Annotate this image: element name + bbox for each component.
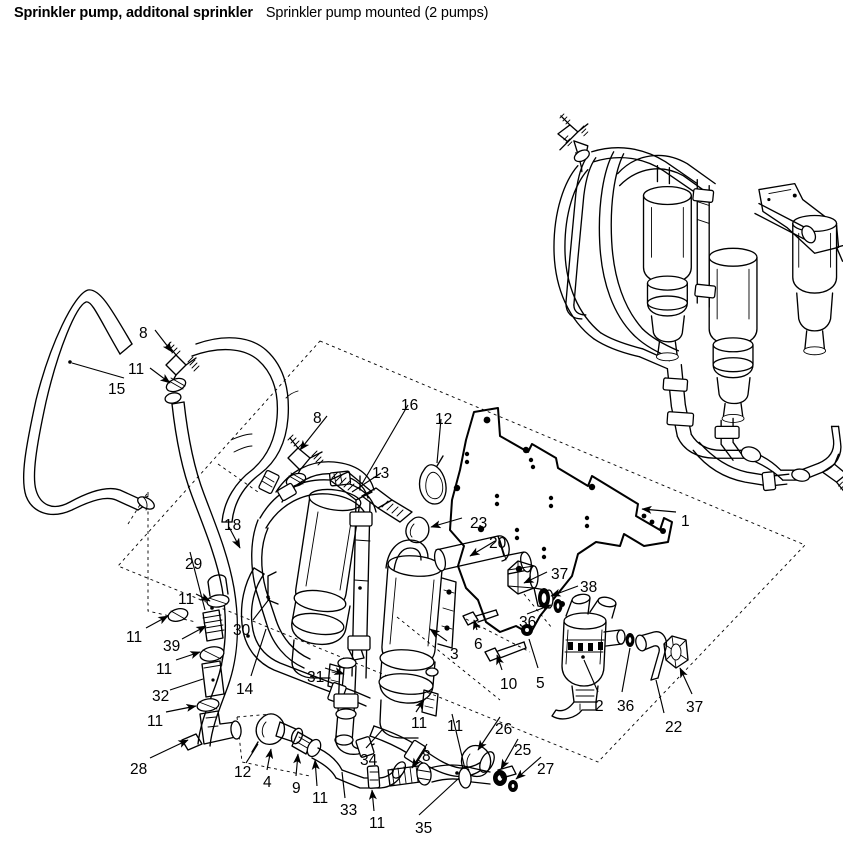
callout-39: 39: [163, 638, 181, 655]
callout-11: 11: [447, 718, 464, 735]
callout-18: 18: [224, 517, 242, 534]
callout-27: 27: [537, 761, 555, 778]
callout-12: 12: [234, 764, 252, 781]
callout-8: 8: [422, 748, 431, 765]
callout-34: 34: [360, 752, 378, 769]
leader-lines: [71, 329, 693, 816]
callout-12: 12: [435, 411, 453, 428]
callout-36: 36: [519, 614, 537, 631]
part-bottom-right-train: [387, 744, 518, 792]
callout-33: 33: [340, 802, 358, 819]
part-2-valve-body: [551, 593, 626, 720]
part-6-bolt: [462, 609, 499, 626]
callout-11: 11: [369, 815, 386, 832]
callout-3: 3: [450, 646, 459, 663]
callout-13: 13: [372, 465, 390, 482]
callout-22: 22: [665, 719, 683, 736]
part-8-clamp-upper: [164, 341, 200, 404]
callout-10: 10: [500, 676, 518, 693]
callout-15: 15: [108, 381, 126, 398]
callout-30: 30: [233, 622, 251, 639]
page-title: Sprinkler pump, additonal sprinkler Spri…: [14, 5, 834, 29]
part-22-elbow: [635, 631, 668, 681]
part-20-tube: [433, 535, 532, 575]
callout-11: 11: [126, 629, 143, 646]
sub-assembly-dashed-boxes: [127, 463, 553, 777]
part-31-pipe: [333, 657, 375, 758]
callout-11: 11: [312, 790, 329, 807]
callout-35: 35: [415, 820, 433, 837]
callout-23: 23: [470, 515, 488, 532]
inset-assembly-view: [553, 113, 843, 492]
part-38-sleeve: [533, 587, 554, 609]
part-36-ring-lower: [625, 633, 635, 647]
part-12-clamp-upper: [418, 455, 447, 505]
callout-26: 26: [495, 721, 513, 738]
title-subtitle: Sprinkler pump mounted (2 pumps): [265, 5, 489, 21]
callout-36: 36: [617, 698, 635, 715]
part-29-hose: [171, 401, 239, 747]
callout-8: 8: [313, 410, 322, 427]
callout-28: 28: [130, 761, 148, 778]
callout-11: 11: [411, 715, 428, 732]
callout-25: 25: [514, 742, 532, 759]
callout-11: 11: [147, 713, 164, 730]
callout-11: 11: [178, 591, 195, 608]
callout-31: 31: [307, 669, 325, 686]
part-8-clamp-pump: [285, 434, 324, 488]
callout-32: 32: [152, 688, 170, 705]
pump-assembly-main: [251, 461, 457, 739]
part-12-clamp-lower: [251, 713, 286, 753]
part-34-hose: [369, 725, 495, 778]
title-bold: Sprinkler pump, additonal sprinkler: [14, 5, 253, 21]
callout-14: 14: [236, 681, 254, 698]
part-15-hose: [22, 289, 155, 515]
callout-6: 6: [474, 636, 483, 653]
callout-38: 38: [580, 579, 598, 596]
part-36-ring-upper: [553, 599, 563, 613]
callout-11: 11: [156, 661, 173, 678]
callout-37: 37: [686, 699, 704, 716]
part-13-fitting: [329, 471, 413, 523]
part-37-nut-upper: [507, 560, 539, 595]
part-bottom-left-pipe-train: [251, 713, 407, 789]
callout-20: 20: [489, 535, 507, 552]
callout-1: 1: [681, 513, 690, 530]
part-30-14-hose: [240, 567, 371, 707]
callout-4: 4: [263, 774, 272, 791]
part-37-nut-lower: [663, 635, 689, 669]
callout-2: 2: [595, 698, 604, 715]
callout-8: 8: [139, 325, 148, 342]
callout-9: 9: [292, 780, 301, 797]
part-10-bolt: [484, 641, 527, 662]
part-23-clamp: [405, 516, 430, 544]
callout-16: 16: [401, 397, 419, 414]
part-18-hose: [191, 337, 299, 523]
callout-37: 37: [551, 566, 569, 583]
callout-11: 11: [128, 361, 145, 378]
callout-29: 29: [185, 556, 203, 573]
callout-5: 5: [536, 675, 545, 692]
